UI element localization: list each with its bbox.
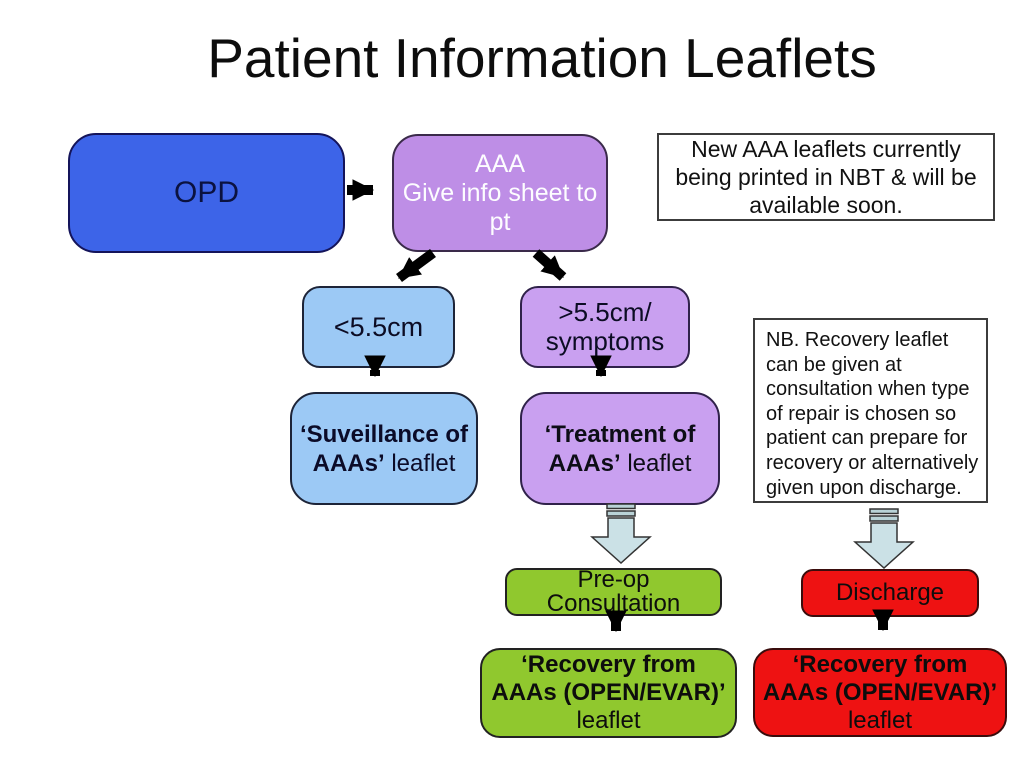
box-line: leaflet [847, 706, 913, 734]
box-line: AAAs’ leaflet [312, 449, 456, 477]
box-line: ‘Recovery from [521, 651, 696, 678]
opd-label: OPD [173, 176, 239, 209]
box-line: leaflet [576, 707, 641, 734]
new-leaflets-note-box: New AAA leaflets currently being printed… [657, 133, 995, 221]
box-line: AAAs (OPEN/EVAR)’ [762, 678, 998, 706]
arrow-aaa-to-over55-icon [532, 249, 567, 281]
over-5-5cm-symptoms-box: >5.5cm/ symptoms [520, 286, 690, 368]
slide-title: Patient Information Leaflets [207, 27, 877, 89]
box-line: ‘Treatment of [544, 420, 696, 448]
opd-box: OPD [68, 133, 345, 253]
discharge-box: Discharge [801, 569, 979, 617]
arrow-aaa-to-under55-icon [396, 248, 436, 283]
box-line: ‘Suveillance of [299, 420, 469, 448]
preop-consultation-box: Pre-op Consultation [505, 568, 722, 616]
striped-down-arrow-treatment-icon [590, 503, 652, 565]
aaa-give-info-box: AAA Give info sheet to pt [392, 134, 608, 252]
recovery-leaflet-green-box: ‘Recovery from AAAs (OPEN/EVAR)’ leaflet [480, 648, 737, 738]
under-5-5cm-box: <5.5cm [302, 286, 455, 368]
discharge-label: Discharge [835, 579, 945, 606]
under-5-5cm-label: <5.5cm [333, 311, 424, 342]
surveillance-leaflet-box: ‘Suveillance of AAAs’ leaflet [290, 392, 478, 505]
treatment-leaflet-box: ‘Treatment of AAAs’ leaflet [520, 392, 720, 505]
nb-recovery-note-box: NB. Recovery leaflet can be given at con… [753, 318, 988, 503]
recovery-leaflet-red-box: ‘Recovery from AAAs (OPEN/EVAR)’ leaflet [753, 648, 1007, 737]
box-line: AAAs’ leaflet [548, 449, 692, 477]
box-line: AAAs (OPEN/EVAR)’ [491, 679, 726, 706]
box-line: ‘Recovery from [792, 650, 968, 678]
striped-down-arrow-discharge-icon [853, 508, 915, 570]
